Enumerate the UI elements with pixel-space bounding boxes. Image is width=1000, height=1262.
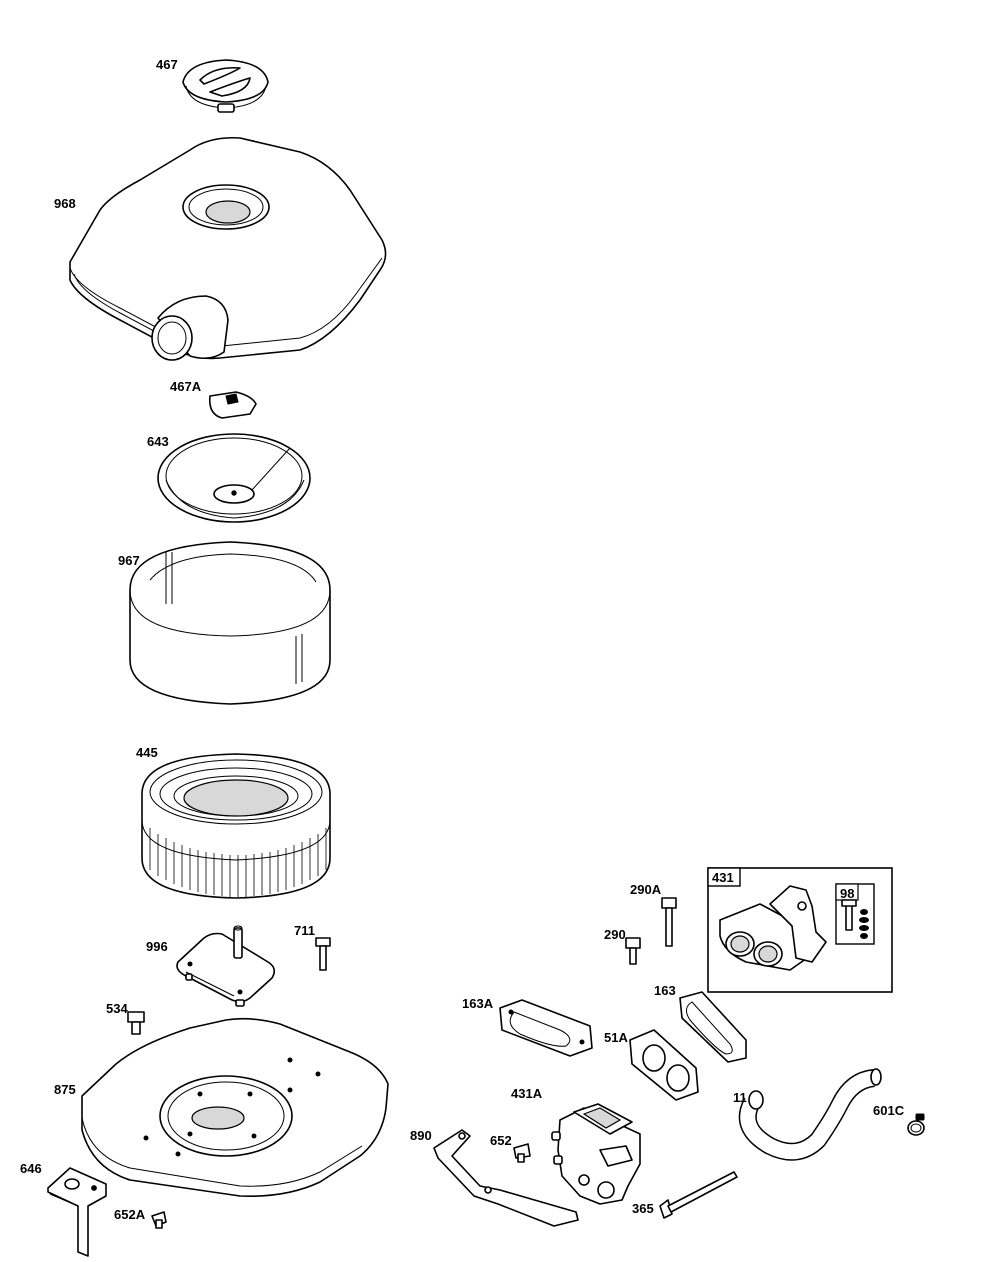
part-967-prefilter [129, 541, 331, 705]
part-467-cap [182, 59, 269, 113]
part-11-hose [738, 1068, 882, 1161]
part-467A-knob [208, 391, 257, 419]
label-431: 431 [712, 870, 734, 885]
label-163: 163 [654, 983, 676, 998]
label-431A: 431A [511, 1086, 543, 1101]
part-711-bolt [315, 937, 331, 971]
part-445-filter [141, 753, 331, 899]
part-652-bolt [513, 1143, 531, 1163]
part-646-bracket [47, 1167, 107, 1257]
label-646: 646 [20, 1161, 42, 1176]
part-163-gasket [679, 991, 747, 1063]
label-290: 290 [604, 927, 626, 942]
part-875-base [81, 1017, 389, 1198]
part-890-bracket [433, 1129, 579, 1227]
part-643-dish [157, 433, 311, 523]
part-431A-carburetor [551, 1103, 641, 1205]
part-431-assembly-box [707, 867, 893, 993]
label-601C: 601C [873, 1103, 905, 1118]
label-711: 711 [294, 923, 315, 938]
label-445: 445 [136, 745, 158, 760]
part-534-bolt [127, 1011, 145, 1035]
part-968-cover [69, 136, 387, 361]
label-996: 996 [146, 939, 168, 954]
label-652: 652 [490, 1133, 512, 1148]
label-643: 643 [147, 434, 169, 449]
label-467: 467 [156, 57, 178, 72]
part-290A-bolt [661, 897, 677, 947]
label-365: 365 [632, 1201, 654, 1216]
label-890: 890 [410, 1128, 432, 1143]
label-875: 875 [54, 1082, 76, 1097]
part-163A-gasket [499, 999, 593, 1057]
label-967: 967 [118, 553, 140, 568]
label-290A: 290A [630, 882, 662, 897]
part-365-rod [659, 1171, 738, 1219]
label-534: 534 [106, 1001, 128, 1016]
label-163A: 163A [462, 996, 494, 1011]
part-652A-bolt [151, 1211, 167, 1229]
part-996-plate [176, 925, 276, 1007]
label-51A: 51A [604, 1030, 628, 1045]
label-11: 11 [733, 1090, 747, 1105]
part-290-bolt [625, 937, 641, 965]
part-601C-clamp [907, 1113, 925, 1136]
label-467A: 467A [170, 379, 202, 394]
part-51A-gasket [629, 1029, 699, 1101]
label-98: 98 [840, 886, 855, 901]
label-968: 968 [54, 196, 76, 211]
label-652A: 652A [114, 1207, 146, 1222]
